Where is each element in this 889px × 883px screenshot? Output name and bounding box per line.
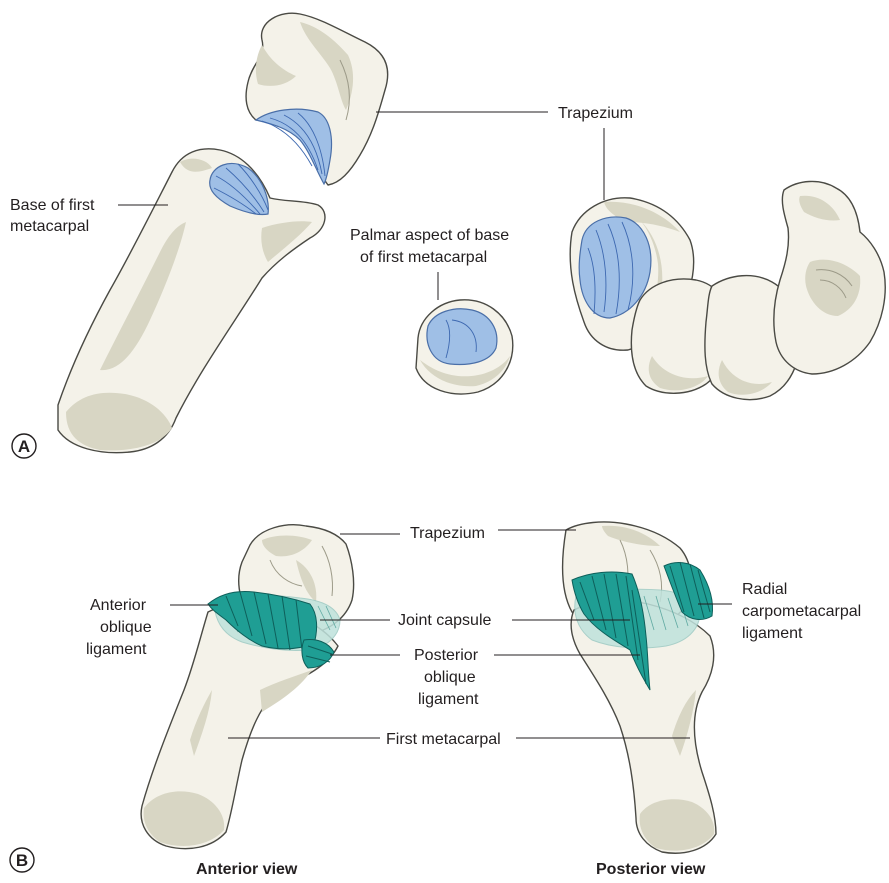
label-anterior-oblique-line1: Anterior: [90, 597, 147, 614]
carpal-bones-group: [570, 181, 885, 399]
label-anterior-oblique-line3: ligament: [86, 641, 147, 658]
panel-letter-b: B: [10, 848, 34, 872]
label-radial-cmc-line1: Radial: [742, 581, 787, 598]
trapezium-bone-top: [246, 13, 388, 185]
anterior-view-bones: [141, 525, 353, 849]
label-trapezium-a: Trapezium: [558, 105, 633, 122]
label-palmar-line1: Palmar aspect of base: [350, 227, 509, 244]
label-posterior-oblique-line2: oblique: [424, 669, 476, 686]
panel-b: Trapezium Anterior oblique ligament Join…: [10, 522, 861, 878]
panel-letter-a: A: [12, 434, 36, 458]
panel-a-letter: A: [18, 437, 30, 456]
label-trapezium-b: Trapezium: [410, 525, 485, 542]
label-anterior-oblique-line2: oblique: [100, 619, 152, 636]
posterior-view-bones: [563, 522, 716, 853]
palmar-base-bone: [416, 300, 513, 394]
first-metacarpal-bone-a: [58, 149, 325, 453]
label-palmar-line2: of first metacarpal: [360, 249, 487, 266]
panel-b-letter: B: [16, 851, 28, 870]
label-posterior-oblique-line3: ligament: [418, 691, 479, 708]
label-radial-cmc-line2: carpometacarpal: [742, 603, 861, 620]
label-first-metacarpal: First metacarpal: [386, 731, 501, 748]
label-anterior-view: Anterior view: [196, 861, 298, 878]
label-posterior-view: Posterior view: [596, 861, 706, 878]
label-base-first-mc-line1: Base of first: [10, 197, 95, 214]
label-radial-cmc-line3: ligament: [742, 625, 803, 642]
label-base-first-mc-line2: metacarpal: [10, 218, 89, 235]
panel-a: Trapezium Base of first metacarpal Palma…: [10, 13, 885, 458]
label-posterior-oblique-line1: Posterior: [414, 647, 479, 664]
label-joint-capsule: Joint capsule: [398, 612, 491, 629]
